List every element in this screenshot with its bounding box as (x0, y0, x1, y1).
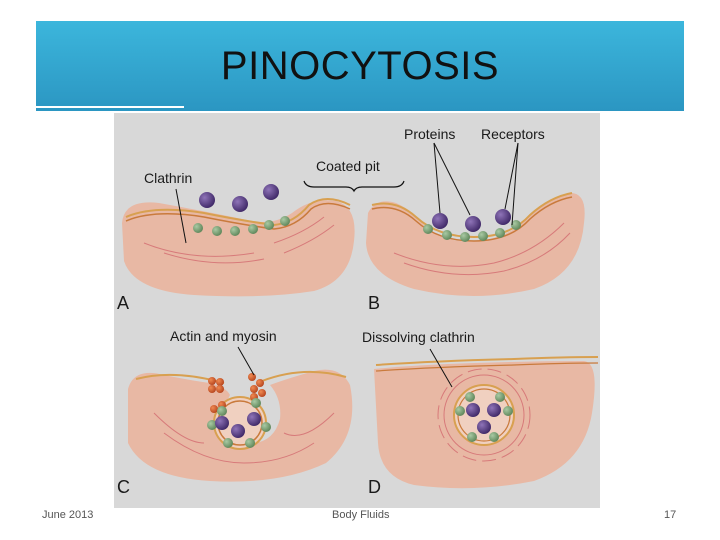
panel-b (366, 142, 585, 296)
label-actin-myosin: Actin and myosin (170, 328, 277, 344)
footer-title: Body Fluids (332, 509, 390, 521)
label-proteins: Proteins (404, 126, 455, 142)
panel-label-c: C (117, 477, 130, 497)
title-bar (36, 21, 684, 111)
footer-date: June 2013 (42, 509, 94, 521)
panel-a (122, 184, 355, 297)
panel-label-b: B (368, 293, 380, 313)
pinocytosis-figure: Proteins Receptors Coated pit Clathrin A… (114, 113, 600, 508)
coated-pit-bracket (303, 180, 405, 193)
footer-page-number: 17 (664, 509, 677, 521)
label-coated-pit: Coated pit (316, 158, 380, 174)
clathrin-pointer (175, 188, 187, 244)
panel-d (374, 356, 599, 489)
actin-myosin-pointer (237, 346, 255, 376)
label-dissolving-clathrin: Dissolving clathrin (362, 329, 475, 345)
slide-title: PINOCYTOSIS (220, 44, 500, 88)
panel-c (128, 369, 353, 482)
label-clathrin: Clathrin (144, 170, 192, 186)
dissolving-clathrin-pointer (429, 348, 453, 388)
label-receptors: Receptors (481, 126, 545, 142)
panel-label-a: A (117, 293, 129, 313)
title-underline (36, 106, 184, 108)
panel-label-d: D (368, 477, 381, 497)
